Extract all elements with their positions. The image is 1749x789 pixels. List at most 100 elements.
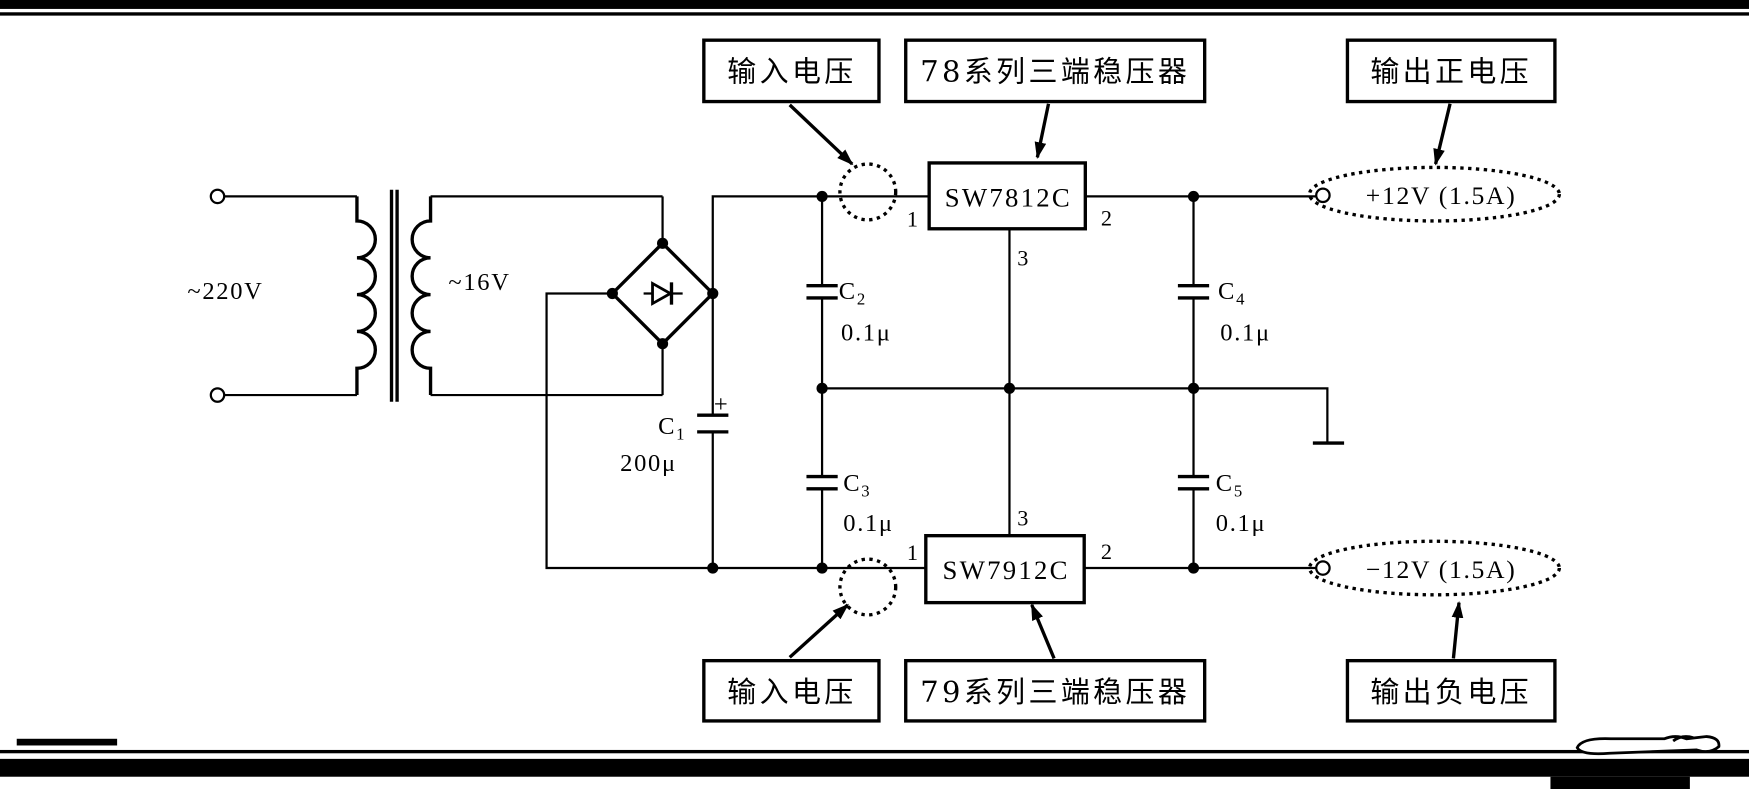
- callout-bottom-input-box: [702, 658, 881, 723]
- page-border-bottom: [0, 735, 1749, 789]
- regulator-negative-pin-right: 2: [1101, 539, 1112, 564]
- c1-value: 200μ: [620, 450, 677, 477]
- junction-dot: [1187, 190, 1200, 202]
- c3-index: 3: [861, 482, 871, 501]
- junction-dot: [1003, 382, 1016, 394]
- callout-top-output-arrow: [1433, 103, 1452, 166]
- output-negative-label: −12V (1.5A): [1366, 555, 1517, 584]
- wires: [224, 195, 1329, 570]
- junction-dot: [656, 237, 669, 249]
- input-highlight-bottom: [838, 557, 898, 617]
- terminals: [209, 187, 1331, 576]
- wire-ground-rail: [822, 387, 1329, 442]
- regulator-negative-part: SW7912C: [943, 555, 1070, 585]
- border-bottom-thick: [0, 758, 1749, 777]
- junction-dot: [816, 562, 828, 574]
- regulator-negative-pin-middle: 3: [1017, 506, 1028, 531]
- junction-dot: [656, 338, 669, 350]
- output-terminal-positive: [1315, 187, 1331, 204]
- regulator-positive: SW7812C 1 2 3: [907, 161, 1112, 271]
- regulator-positive-pin-right: 2: [1101, 205, 1112, 230]
- output-highlight-positive: [1307, 165, 1562, 223]
- callout-top-regulator: 78系列三端稳压器: [904, 38, 1207, 159]
- c3-value: 0.1μ: [843, 510, 894, 537]
- junction-dot: [707, 562, 719, 574]
- c5-label: C5: [1216, 470, 1244, 501]
- junction-dot: [707, 287, 719, 300]
- transformer: [355, 189, 433, 402]
- c4-index: 4: [1236, 290, 1246, 309]
- callout-bottom-regulator: 79系列三端稳压器: [904, 603, 1207, 723]
- border-top-thin: [0, 12, 1749, 16]
- callout-bottom-regulator-box: [904, 658, 1207, 723]
- callout-bottom-regulator-arrow: [1030, 603, 1056, 660]
- regulator-positive-pin-middle: 3: [1017, 246, 1028, 271]
- regulator-negative-body: [924, 533, 1086, 605]
- secondary-coil: [410, 196, 433, 396]
- junction-dot: [1187, 382, 1200, 394]
- callout-top-output: 输出正电压: [1345, 38, 1557, 166]
- wire-positive-rail: [711, 195, 930, 294]
- c1-symbol: C: [658, 413, 676, 440]
- c4-label: C4: [1218, 278, 1246, 309]
- c3-label: C3: [843, 470, 871, 501]
- c4-value: 0.1μ: [1220, 319, 1271, 346]
- callout-top-input-box: [702, 38, 881, 104]
- regulator-negative-pin-left: 1: [907, 540, 918, 565]
- mains-terminal-top: [209, 188, 226, 205]
- callout-bottom-output: 输出负电压: [1345, 600, 1557, 723]
- callout-top-regulator-box: [904, 38, 1207, 104]
- callout-top-regulator-arrow: [1034, 103, 1051, 159]
- c1-label: C1: [658, 413, 686, 444]
- junction-dots: [606, 190, 1200, 574]
- junction-dot: [816, 382, 828, 394]
- output-terminal-negative: [1315, 560, 1331, 576]
- mains-terminal-bottom: [209, 387, 226, 403]
- callout-top-input-text: 输入电压: [727, 54, 856, 88]
- junction-dot: [1187, 562, 1200, 574]
- diode-icon: [651, 281, 674, 306]
- bridge-rectifier: [610, 240, 716, 347]
- callout-bottom-input-text: 输入电压: [727, 675, 856, 709]
- regulator-positive-pin-left: 1: [907, 207, 918, 232]
- junction-dot: [816, 190, 828, 202]
- regulator-positive-body: [927, 161, 1087, 231]
- regulator-positive-part: SW7812C: [945, 182, 1072, 212]
- callout-top-output-text: 输出正电压: [1370, 54, 1532, 88]
- c4-symbol: C: [1218, 278, 1236, 305]
- callout-top-input-arrow: [788, 103, 854, 166]
- c2-index: 2: [857, 290, 867, 309]
- c5-index: 5: [1234, 482, 1244, 501]
- output-positive-label: +12V (1.5A): [1366, 181, 1517, 210]
- c5-value: 0.1μ: [1216, 510, 1267, 537]
- page-border-top: [0, 0, 1749, 16]
- c2-symbol: C: [839, 278, 857, 305]
- primary-voltage-label: ~220V: [187, 278, 263, 305]
- callout-bottom-output-box: [1345, 658, 1557, 723]
- c1-polarity: +: [714, 391, 730, 418]
- callout-bottom-input: 输入电压: [702, 603, 881, 723]
- callout-bottom-output-arrow: [1451, 600, 1464, 659]
- c5-symbol: C: [1216, 470, 1234, 497]
- c3-symbol: C: [843, 470, 861, 497]
- callout-bottom-input-arrow: [788, 603, 849, 659]
- capacitors: [697, 284, 1210, 491]
- border-bottom-short-bar: [16, 738, 118, 746]
- input-highlight-top: [838, 162, 898, 222]
- border-top-thick: [0, 0, 1749, 9]
- secondary-voltage-label: ~16V: [448, 269, 510, 296]
- callout-bottom-output-text: 输出负电压: [1370, 675, 1532, 709]
- c1-index: 1: [676, 425, 686, 444]
- regulator-negative: SW7912C 1 2 3: [907, 506, 1112, 605]
- c2-value: 0.1μ: [841, 319, 892, 346]
- c2-label: C2: [839, 278, 867, 309]
- callout-top-output-box: [1345, 38, 1557, 104]
- border-bottom-thin: [0, 749, 1749, 754]
- primary-coil: [355, 196, 377, 396]
- callout-bottom-regulator-text: 79系列三端稳压器: [920, 675, 1190, 709]
- wire-negative-rail: [545, 292, 926, 570]
- callout-top-regulator-text: 78系列三端稳压器: [920, 54, 1190, 88]
- border-bottom-block: [1550, 776, 1690, 789]
- junction-dot: [606, 287, 618, 300]
